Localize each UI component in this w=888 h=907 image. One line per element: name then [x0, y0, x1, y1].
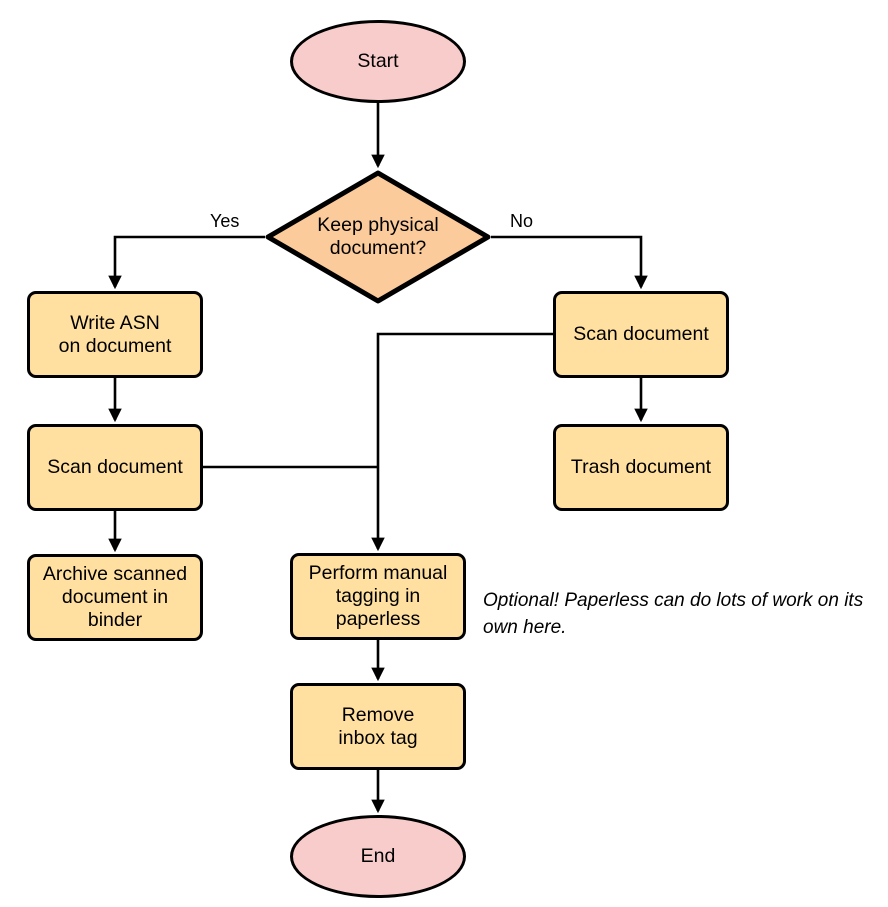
- node-scan-document-left-label: Scan document: [47, 456, 183, 478]
- node-scan-document-right[interactable]: Scan document: [553, 291, 729, 378]
- diamond-shape: [265, 170, 491, 304]
- node-decision-keep-physical-document[interactable]: Keep physical document?: [265, 170, 491, 304]
- node-scan-document-right-label: Scan document: [573, 323, 709, 345]
- node-remove-inbox-tag[interactable]: Remove inbox tag: [290, 683, 466, 770]
- node-start[interactable]: Start: [290, 20, 466, 103]
- node-trash-document-label: Trash document: [570, 456, 712, 478]
- node-scan-document-left[interactable]: Scan document: [27, 424, 203, 511]
- node-decision-label: Keep physical document?: [317, 213, 439, 259]
- annotation-optional-note: Optional! Paperless can do lots of work …: [483, 590, 864, 638]
- node-end-label: End: [360, 845, 396, 867]
- node-perform-manual-tagging[interactable]: Perform manual tagging in paperless: [290, 553, 466, 640]
- connector-decision-yes: [108, 235, 265, 290]
- node-remove-inbox-tag-label: Remove inbox tag: [338, 703, 418, 749]
- node-archive-scanned-document[interactable]: Archive scanned document in binder: [27, 554, 203, 641]
- node-archive-label: Archive scanned document in binder: [42, 563, 188, 631]
- node-write-asn[interactable]: Write ASN on document: [27, 291, 203, 378]
- edge-label-no: No: [510, 211, 534, 231]
- node-end[interactable]: End: [290, 815, 466, 898]
- node-write-asn-label: Write ASN on document: [58, 311, 172, 357]
- edge-label-yes: Yes: [210, 211, 240, 231]
- connector-decision-no: [491, 235, 648, 290]
- node-start-label: Start: [357, 50, 399, 72]
- connector-scanright-to-tagging: [371, 332, 553, 552]
- node-tagging-label: Perform manual tagging in paperless: [308, 562, 448, 630]
- node-trash-document[interactable]: Trash document: [553, 424, 729, 511]
